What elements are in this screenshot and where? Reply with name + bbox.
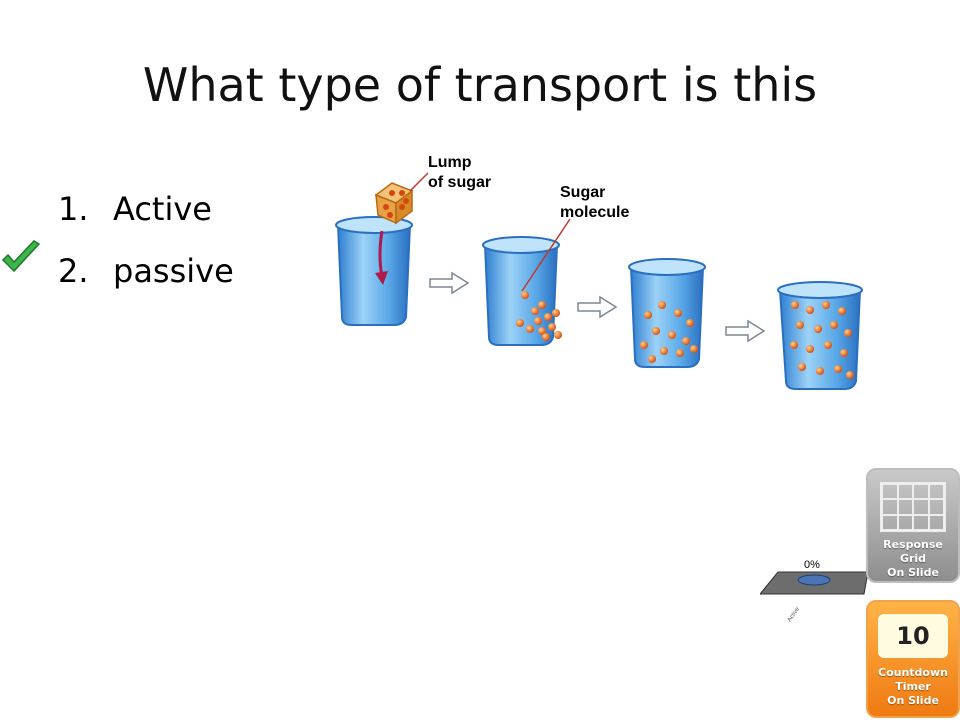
arrow-icon xyxy=(577,295,618,319)
timer-label-line2: Timer xyxy=(895,680,931,693)
arrow-icon xyxy=(725,319,766,343)
beaker-3 xyxy=(628,258,706,368)
choice-1[interactable]: 1. Active xyxy=(58,178,234,240)
beaker-1 xyxy=(335,216,413,326)
response-percent: 0% xyxy=(804,559,820,571)
slide-title: What type of transport is this xyxy=(142,58,818,112)
label-molecule-line2: molecule xyxy=(560,204,629,221)
beaker-4 xyxy=(777,281,863,390)
choice-label: passive xyxy=(113,252,234,290)
label-lump-line2: of sugar xyxy=(428,174,491,191)
grid-label-line1: Response xyxy=(883,538,943,551)
label-molecule-line1: Sugar xyxy=(560,184,605,201)
response-category: Active xyxy=(787,606,802,623)
timer-value: 10 xyxy=(878,614,948,658)
diffusion-illustration: Lump of sugar Sugar molecule xyxy=(335,154,863,390)
answer-choices: 1. Active 2. passive xyxy=(58,178,234,302)
label-lump-line1: Lump xyxy=(428,154,472,171)
response-grid-button[interactable]: Response Grid On Slide xyxy=(866,468,960,583)
check-icon xyxy=(1,240,41,273)
grid-label-line2: Grid xyxy=(899,552,927,565)
sugar-cube xyxy=(374,182,414,225)
choice-2[interactable]: 2. passive xyxy=(58,240,234,302)
response-bar xyxy=(797,574,831,586)
arrow-icon xyxy=(429,271,470,295)
choice-number: 2. xyxy=(58,252,89,290)
beaker-2 xyxy=(482,236,562,346)
choice-number: 1. xyxy=(58,190,89,228)
timer-label-line3: On Slide xyxy=(887,694,939,707)
choice-label: Active xyxy=(113,190,212,228)
grid-label-line3: On Slide xyxy=(887,566,939,579)
response-chart: 0% Active xyxy=(760,559,869,623)
timer-label-line1: Countdown xyxy=(878,666,948,679)
grid-icon xyxy=(880,482,946,532)
countdown-timer-button[interactable]: 10 Countdown Timer On Slide xyxy=(866,600,960,718)
